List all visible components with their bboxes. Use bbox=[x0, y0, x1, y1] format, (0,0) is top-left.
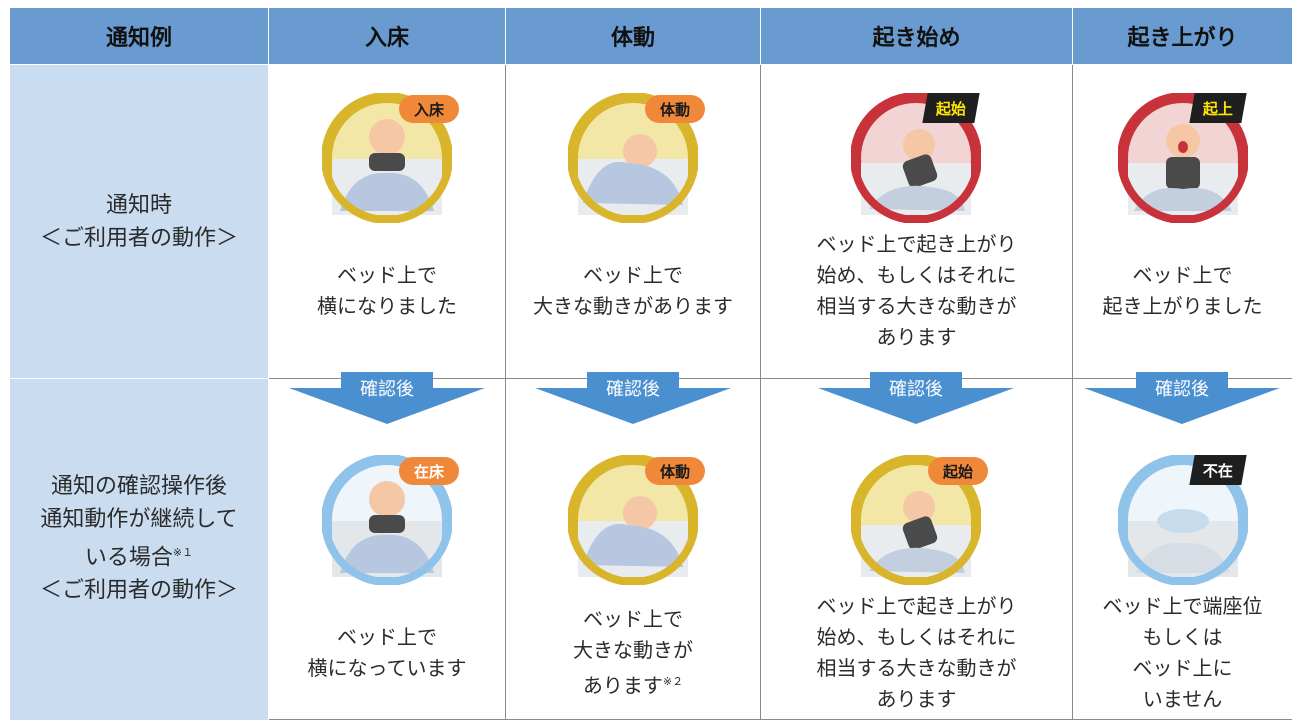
description-line: あります bbox=[876, 325, 957, 349]
description-line: ベッド上で bbox=[583, 607, 683, 631]
description-text: あります bbox=[582, 673, 663, 698]
header-label: 起き始め bbox=[872, 26, 961, 51]
header-getting-up: 起き始め bbox=[761, 8, 1072, 64]
body-movement-badge: 体動 bbox=[645, 457, 705, 485]
description-line: 相当する大きな動きが bbox=[816, 294, 1017, 318]
description-line: ベッド上で bbox=[337, 625, 437, 649]
description-line: 大きな動きがあります bbox=[533, 294, 733, 318]
row-label-line: ＜ご利用者の動作＞ bbox=[39, 225, 238, 251]
description-line: ベッド上で bbox=[337, 263, 437, 287]
cell-absent-continued: 不在 ベッド上で端座位 もしくは ベッド上に いません bbox=[1073, 379, 1292, 719]
row-label-line: いる場合※１ bbox=[85, 536, 193, 574]
description-line: 横になっています bbox=[307, 656, 467, 680]
arrow-label: 確認後 bbox=[360, 379, 414, 400]
in-bed-status-badge: 在床 bbox=[399, 457, 459, 485]
description: ベッド上で起き上がり 始め、もしくはそれに 相当する大きな動きが あります bbox=[761, 229, 1072, 353]
description: ベッド上で 大きな動きがあります bbox=[506, 260, 760, 322]
header-label: 体動 bbox=[610, 26, 655, 51]
description-line: ベッド上で端座位 bbox=[1102, 594, 1263, 618]
arrow-label: 確認後 bbox=[889, 379, 943, 400]
description: ベッド上で起き上がり 始め、もしくはそれに 相当する大きな動きが あります bbox=[761, 591, 1072, 715]
cell-in-bed-continued: 在床 ベッド上で 横になっています bbox=[269, 379, 505, 719]
header-body-movement: 体動 bbox=[506, 8, 760, 64]
description: ベッド上で 起き上がりました bbox=[1073, 260, 1292, 322]
row-label-line: 通知動作が継続して bbox=[40, 506, 238, 532]
header-notification-example: 通知例 bbox=[10, 8, 268, 64]
header-got-up: 起き上がり bbox=[1073, 8, 1292, 64]
description: ベッド上で 横になりました bbox=[269, 260, 505, 322]
got-up-badge: 起上 bbox=[1189, 93, 1247, 123]
footnote-mark: ※１ bbox=[172, 545, 194, 559]
badge-label: 起上 bbox=[1202, 99, 1233, 118]
description-line: 起き上がりました bbox=[1102, 294, 1263, 318]
description-line: ベッド上で起き上がり bbox=[816, 594, 1017, 618]
in-bed-badge: 入床 bbox=[399, 95, 459, 123]
description-line: あります※２ bbox=[506, 666, 760, 702]
row-label-line: 通知時 bbox=[105, 192, 172, 218]
description-line: いません bbox=[1142, 687, 1223, 711]
description-line: 横になりました bbox=[317, 294, 457, 318]
notification-table: 通知例 入床 体動 起き始め 起き上がり 通知時 ＜ご利用者の動作＞ 通知の確認… bbox=[10, 8, 1292, 720]
description-line: あります bbox=[876, 687, 957, 711]
person-sitting-up-icon bbox=[851, 93, 981, 223]
header-label: 起き上がり bbox=[1127, 26, 1238, 51]
getting-up-badge: 起始 bbox=[928, 457, 988, 485]
arrow-label: 確認後 bbox=[1155, 379, 1209, 400]
person-sitting-up-icon bbox=[851, 455, 981, 585]
description-line: 始め、もしくはそれに bbox=[816, 263, 1017, 287]
badge-label: 起始 bbox=[942, 462, 973, 481]
row-label-line: ＜ご利用者の動作＞ bbox=[39, 578, 238, 604]
badge-label: 不在 bbox=[1202, 461, 1233, 480]
confirmed-arrow: 確認後 bbox=[289, 372, 485, 424]
cell-got-up-notify: 起上 ベッド上で 起き上がりました bbox=[1073, 65, 1292, 378]
confirmed-arrow: 確認後 bbox=[818, 372, 1014, 424]
header-label: 通知例 bbox=[105, 26, 172, 51]
confirmed-arrow: 確認後 bbox=[535, 372, 731, 424]
description-line: ベッド上で bbox=[583, 263, 683, 287]
confirmed-arrow: 確認後 bbox=[1084, 372, 1280, 424]
person-lying-icon bbox=[322, 93, 452, 223]
body-movement-badge: 体動 bbox=[645, 95, 705, 123]
cell-body-movement-continued: 体動 ベッド上で 大きな動きが あります※２ bbox=[506, 379, 760, 719]
row-label-notification-time: 通知時 ＜ご利用者の動作＞ bbox=[10, 65, 268, 378]
footnote-mark: ※２ bbox=[662, 675, 684, 688]
description-line: 大きな動きが bbox=[573, 638, 693, 662]
badge-label: 体動 bbox=[659, 100, 690, 119]
cell-getting-up-notify: 起始 ベッド上で起き上がり 始め、もしくはそれに 相当する大きな動きが あります bbox=[761, 65, 1072, 378]
row-label-text: いる場合 bbox=[84, 545, 173, 571]
description-line: ベッド上に bbox=[1132, 656, 1233, 680]
badge-label: 体動 bbox=[659, 462, 690, 481]
badge-label: 在床 bbox=[413, 462, 444, 481]
person-moving-icon bbox=[568, 455, 698, 585]
description: ベッド上で 大きな動きが あります※２ bbox=[506, 604, 760, 702]
header-in-bed: 入床 bbox=[269, 8, 505, 64]
description-line: 始め、もしくはそれに bbox=[816, 625, 1017, 649]
getting-up-badge: 起始 bbox=[922, 93, 980, 123]
badge-label: 起始 bbox=[935, 99, 966, 118]
person-moving-icon bbox=[568, 93, 698, 223]
arrow-label: 確認後 bbox=[606, 379, 660, 400]
description-line: ベッド上で bbox=[1132, 263, 1233, 287]
description: ベッド上で 横になっています bbox=[269, 622, 505, 684]
description-line: もしくは bbox=[1142, 625, 1223, 649]
person-up-icon bbox=[1118, 93, 1248, 223]
description-line: 相当する大きな動きが bbox=[816, 656, 1017, 680]
cell-body-movement-notify: 体動 ベッド上で 大きな動きがあります bbox=[506, 65, 760, 378]
row-label-after-confirmation: 通知の確認操作後 通知動作が継続して いる場合※１ ＜ご利用者の動作＞ bbox=[10, 379, 268, 720]
cell-in-bed-notify: 入床 ベッド上で 横になりました bbox=[269, 65, 505, 378]
person-lying-icon bbox=[322, 455, 452, 585]
empty-bed-icon bbox=[1118, 455, 1248, 585]
cell-getting-up-continued: 起始 ベッド上で起き上がり 始め、もしくはそれに 相当する大きな動きが あります bbox=[761, 379, 1072, 719]
description-line: ベッド上で起き上がり bbox=[816, 232, 1017, 256]
row-label-line: 通知の確認操作後 bbox=[50, 473, 227, 499]
badge-label: 入床 bbox=[413, 100, 444, 119]
header-label: 入床 bbox=[364, 26, 409, 51]
absent-badge: 不在 bbox=[1189, 455, 1247, 485]
description: ベッド上で端座位 もしくは ベッド上に いません bbox=[1073, 591, 1292, 715]
